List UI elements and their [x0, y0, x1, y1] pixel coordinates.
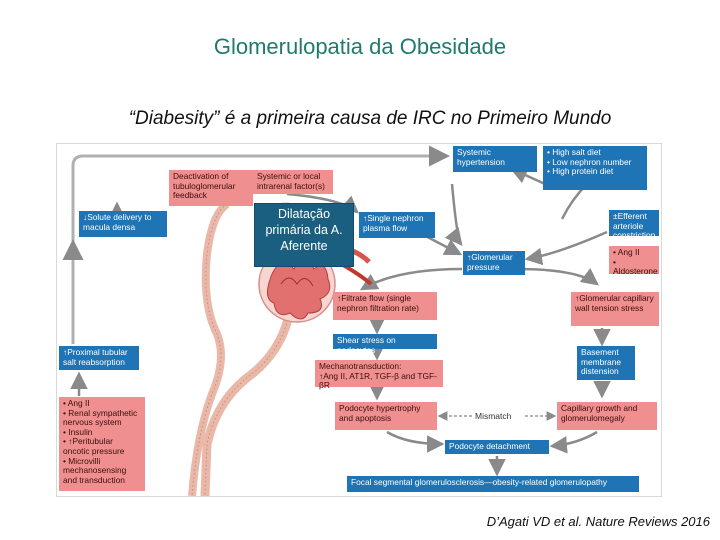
filtrate-flow-box: ↑Filtrate flow (single nephron filtratio…: [333, 292, 437, 320]
arrow-hypertrophy-to-detachment: [386, 430, 445, 453]
proximal-tubular-box: ↑Proximal tubular salt reabsorption: [59, 346, 139, 370]
arrow-efferent-to-pressure: [524, 230, 608, 266]
arrow-hypertension-to-pressure: [444, 183, 463, 246]
arrow-capillary-to-detachment: [549, 430, 598, 454]
basement-membrane-box: Basement membrane distension: [577, 346, 635, 380]
diet-factors-box: • High salt diet • Low nephron number • …: [543, 146, 647, 190]
risk-factors-box: • Ang II • Renal sympathetic nervous sys…: [59, 397, 145, 491]
citation: D’Agati VD et al. Nature Reviews 2016: [486, 514, 710, 529]
arrow-pressure-to-filtrate: [359, 267, 463, 291]
systemic-hypertension-box: Systemic hypertension: [453, 146, 537, 172]
efferent-constriction-box: ±Efferent arteriole constriction: [609, 210, 659, 240]
mismatch-label: Mismatch: [475, 411, 512, 421]
systemic-local-factors-box: Systemic or local intrarenal factor(s): [253, 170, 333, 194]
fsgs-box: Focal segmental glomerulosclerosis—obesi…: [347, 476, 639, 492]
deactivation-tgf-box: Deactivation of tubuloglomerular feedbac…: [169, 170, 253, 206]
arrow-pressure-to-tension: [516, 267, 600, 286]
mechanotransduction-box: Mechanotransduction: ↑Ang II, AT1R, TGF-…: [315, 360, 443, 390]
capillary-tension-box: ↑Glomerular capillary wall tension stres…: [571, 292, 659, 326]
loop-arrow-left: [71, 145, 450, 344]
slide-title: Glomerulopatia da Obesidade: [213, 34, 507, 59]
dilatacao-overlay-label: Dilatação primária da A. Aferente: [254, 203, 354, 267]
single-nephron-flow-box: ↑Single nephron plasma flow: [359, 212, 435, 238]
solute-delivery-box: ↓Solute delivery to macula densa: [79, 211, 167, 237]
podocyte-hypertrophy-box: Podocyte hypertrophy and apoptosis: [335, 402, 437, 430]
glomerular-pressure-box: ↑Glomerular pressure: [463, 251, 525, 275]
pathophysiology-figure: Systemic hypertension • High salt diet •…: [56, 143, 662, 497]
capillary-growth-box: Capillary growth and glomerulomegaly: [557, 402, 657, 430]
slide-subtitle: “Diabesity” é a primeira causa de IRC no…: [128, 108, 612, 129]
podocyte-detachment-box: Podocyte detachment: [445, 440, 549, 454]
ang-aldosterone-box: • Ang II • Aldosterone: [609, 246, 659, 276]
shear-stress-box: Shear stress on podocytes: [333, 334, 437, 354]
